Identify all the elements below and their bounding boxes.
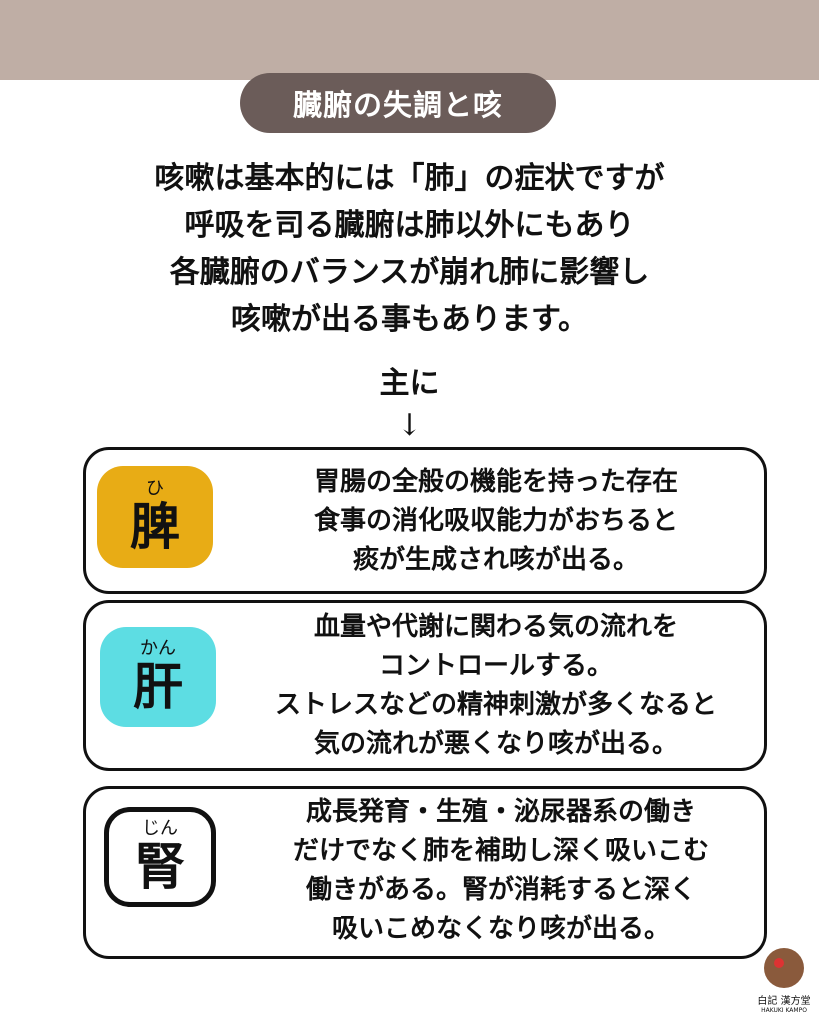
organ-desc-line: コントロールする。 [378, 651, 613, 681]
organ-desc-line: 痰が生成され咳が出る。 [352, 545, 639, 575]
brand-logo: 白記 漢方堂 HAKUKI KAMPO [752, 948, 816, 1014]
organ-badge-spleen: ひ 脾 [97, 466, 213, 568]
organ-ruby: じん [142, 818, 178, 839]
organ-desc-line: 食事の消化吸収能力がおちると [313, 506, 678, 536]
logo-name-jp: 白記 漢方堂 [757, 996, 811, 1007]
organ-desc-line: ストレスなどの精神刺激が多くなると [274, 690, 717, 720]
organ-kanji: 腎 [135, 837, 185, 896]
intro-line: 各臓腑のバランスが崩れ肺に影響し [169, 255, 650, 290]
organ-desc-line: 成長発育・生殖・泌尿器系の働き [305, 797, 696, 827]
intro-line: 咳嗽は基本的には「肺」の症状ですが [154, 161, 665, 196]
logo-name-en: HAKUKI KAMPO [761, 1007, 807, 1014]
organ-ruby: ひ [146, 478, 164, 499]
organ-desc-line: 働きがある。腎が消耗すると深く [305, 875, 696, 905]
intro-line: 呼吸を司る臓腑は肺以外にもあり [184, 208, 635, 243]
down-arrow-icon: ↓ [396, 408, 423, 443]
organ-card-kidney: じん 腎 成長発育・生殖・泌尿器系の働き だけでなく肺を補助し深く吸いこむ 働き… [83, 786, 767, 959]
organ-desc-line: 血量や代謝に関わる気の流れを [313, 612, 678, 642]
organ-desc-line: 吸いこめなくなり咳が出る。 [331, 914, 670, 944]
organ-card-liver: かん 肝 血量や代謝に関わる気の流れを コントロールする。 ストレスなどの精神刺… [83, 600, 767, 771]
organ-ruby: かん [140, 638, 176, 659]
organ-card-spleen: ひ 脾 胃腸の全般の機能を持った存在 食事の消化吸収能力がおちると 痰が生成され… [83, 447, 767, 594]
organ-badge-kidney: じん 腎 [104, 807, 216, 907]
organ-desc-line: 胃腸の全般の機能を持った存在 [313, 467, 678, 497]
organ-badge-liver: かん 肝 [100, 627, 216, 727]
intro-text: 咳嗽は基本的には「肺」の症状ですが 呼吸を司る臓腑は肺以外にもあり 各臓腑のバラ… [0, 155, 819, 343]
mainly-label: 主に [379, 366, 440, 401]
header-band [0, 0, 819, 80]
organ-kanji: 脾 [130, 497, 180, 556]
organ-desc-line: 気の流れが悪くなり咳が出る。 [313, 729, 678, 759]
organ-desc-line: だけでなく肺を補助し深く吸いこむ [292, 836, 709, 866]
intro-line: 咳嗽が出る事もあります。 [231, 302, 588, 337]
organ-kanji: 肝 [133, 657, 183, 716]
logo-mark-icon [764, 948, 804, 988]
page-title: 臓腑の失調と咳 [240, 73, 556, 133]
